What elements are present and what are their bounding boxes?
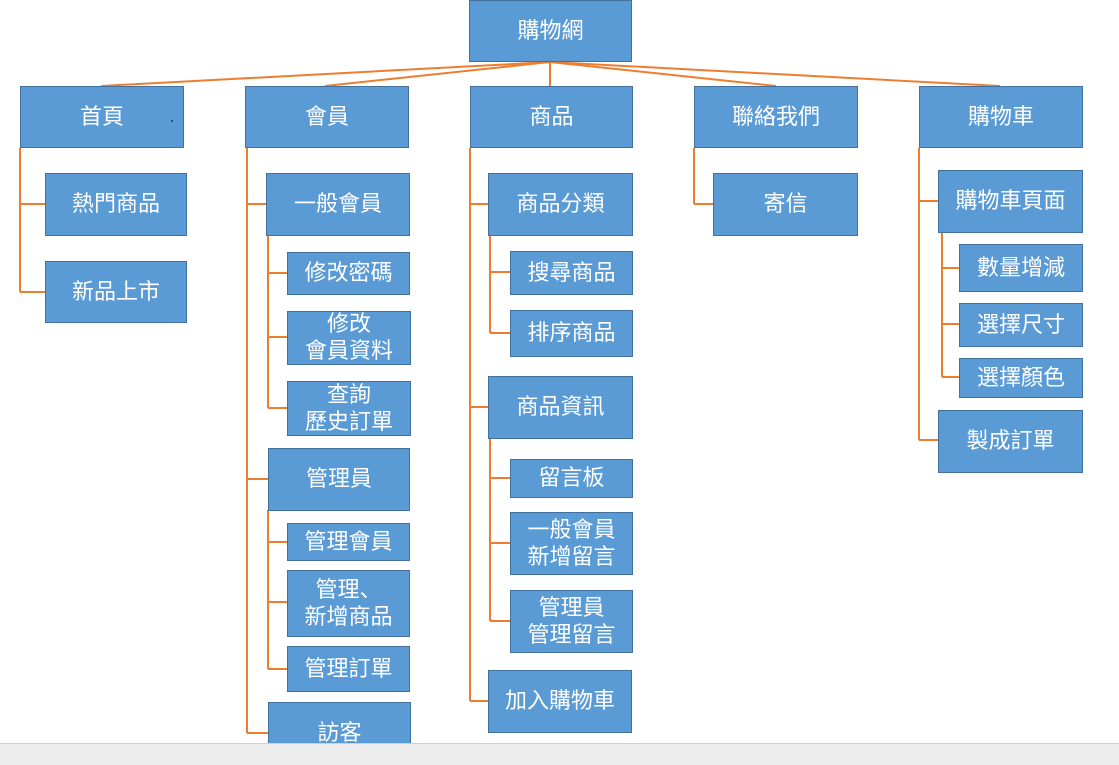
node-product: 商品 [470, 86, 633, 148]
node-member-add-comment: 一般會員 新增留言 [510, 512, 633, 575]
node-select-color: 選擇顏色 [959, 358, 1083, 398]
node-cart-page: 購物車頁面 [938, 170, 1083, 233]
node-new-arrivals: 新品上市 [45, 261, 187, 323]
node-order-history: 查詢 歷史訂單 [287, 381, 411, 436]
node-change-password: 修改密碼 [287, 252, 410, 295]
node-adjust-quantity: 數量增減 [959, 244, 1083, 292]
node-select-size: 選擇尺寸 [959, 303, 1083, 347]
stray-dot [171, 120, 173, 122]
node-edit-member-info: 修改 會員資料 [287, 311, 411, 365]
node-home: 首頁 [20, 86, 184, 148]
node-cart: 購物車 [919, 86, 1083, 148]
node-admin-manage-comments: 管理員 管理留言 [510, 590, 633, 653]
node-sort-products: 排序商品 [510, 310, 633, 357]
node-manage-members: 管理會員 [287, 523, 410, 561]
node-admin: 管理員 [268, 448, 410, 511]
node-manage-add-products: 管理、 新增商品 [287, 570, 410, 637]
node-product-info: 商品資訊 [488, 376, 633, 439]
node-contact: 聯絡我們 [694, 86, 858, 148]
node-add-to-cart: 加入購物車 [488, 670, 632, 733]
node-root: 購物網 [469, 0, 632, 62]
node-product-category: 商品分類 [488, 173, 633, 236]
node-hot-products: 熱門商品 [45, 173, 187, 236]
node-manage-orders: 管理訂單 [287, 646, 410, 692]
node-create-order: 製成訂單 [938, 410, 1083, 473]
window-bottom-bar [0, 743, 1119, 765]
node-search-products: 搜尋商品 [510, 251, 633, 295]
node-general-member: 一般會員 [266, 173, 410, 236]
node-message-board: 留言板 [510, 459, 633, 498]
node-member: 會員 [245, 86, 409, 148]
node-send-mail: 寄信 [713, 173, 858, 236]
